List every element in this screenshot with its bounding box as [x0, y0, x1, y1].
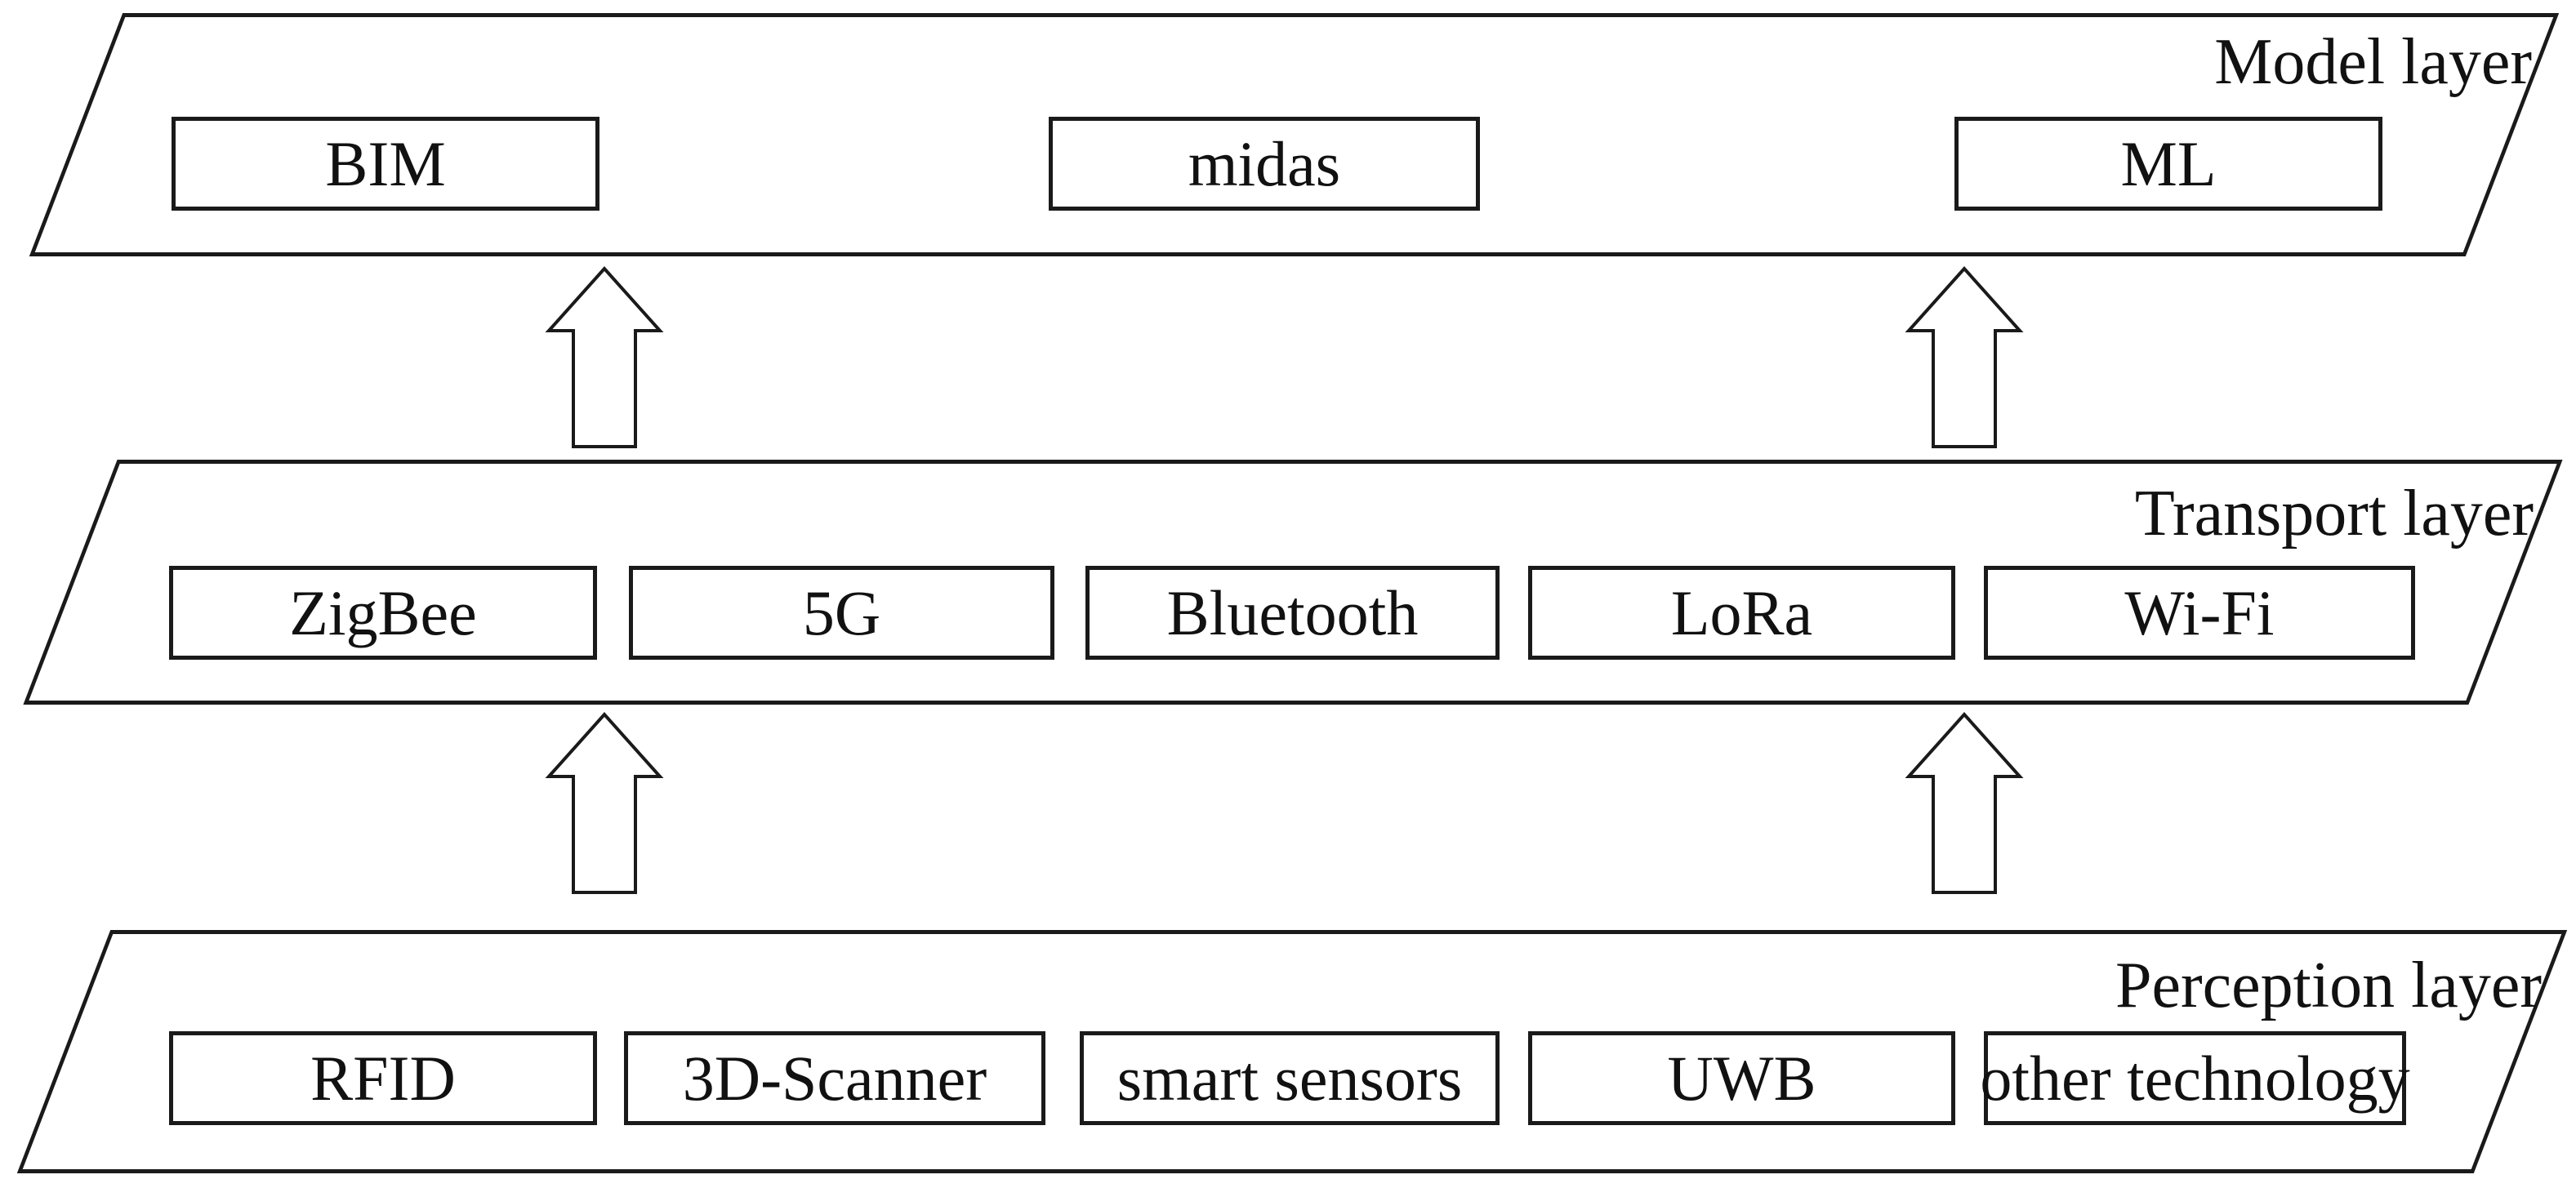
up-arrow-icon	[545, 712, 664, 894]
node-rfid: RFID	[169, 1031, 597, 1125]
node-lora: LoRa	[1528, 566, 1955, 660]
node-bluetooth: Bluetooth	[1085, 566, 1500, 660]
node-zigbee: ZigBee	[169, 566, 597, 660]
model-layer-label: Model layer	[2214, 26, 2532, 98]
node-ml: ML	[1954, 117, 2382, 211]
up-arrow-icon	[1905, 712, 2024, 894]
node-3d-scanner: 3D-Scanner	[624, 1031, 1045, 1125]
node-uwb: UWB	[1528, 1031, 1955, 1125]
node-midas: midas	[1049, 117, 1480, 211]
node-other-technology: other technology	[1980, 1031, 2410, 1125]
perception-layer-label: Perception layer	[2115, 950, 2542, 1021]
node-5g: 5G	[629, 566, 1054, 660]
up-arrow-icon	[1905, 266, 2024, 448]
transport-layer-label: Transport layer	[2134, 478, 2534, 550]
node-wifi: Wi-Fi	[1984, 566, 2415, 660]
node-bim: BIM	[172, 117, 599, 211]
node-smart-sensors: smart sensors	[1080, 1031, 1500, 1125]
up-arrow-icon	[545, 266, 664, 448]
